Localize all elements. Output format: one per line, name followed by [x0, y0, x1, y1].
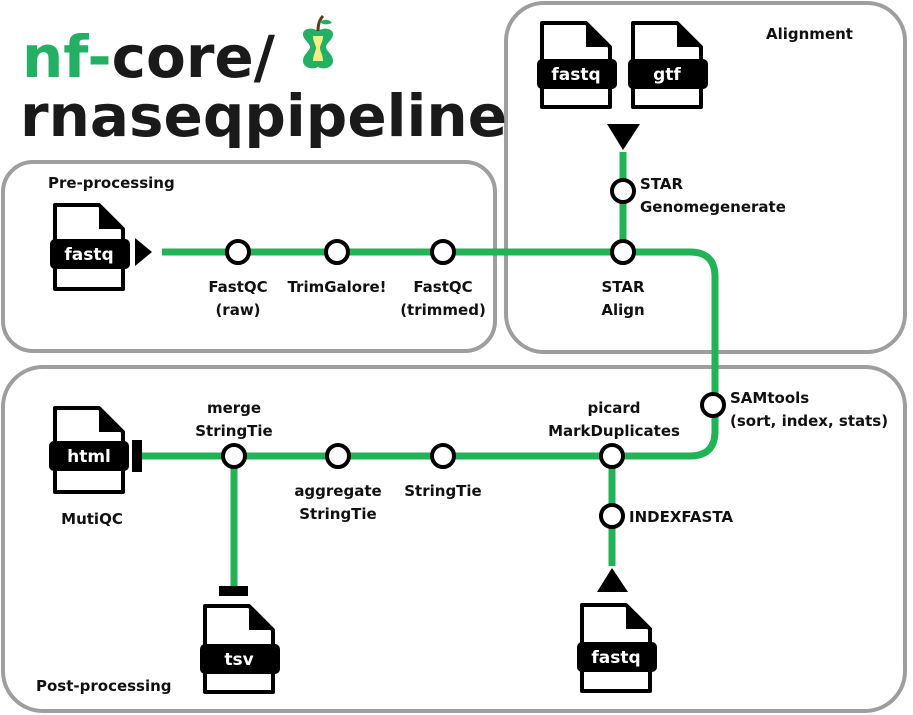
title-nf: nf — [22, 23, 89, 91]
main-route — [140, 248, 719, 460]
pre-fastq-output-arrow — [135, 238, 152, 266]
label-samtools: SAMtools(sort, index, stats) — [730, 389, 888, 430]
label-multiqc: MutiQC — [61, 510, 123, 528]
preprocessing-box — [1, 160, 497, 353]
title-pipeline: rnaseqpipeline — [20, 82, 507, 150]
station-picard[interactable] — [599, 443, 625, 469]
station-indexfasta[interactable] — [599, 503, 625, 529]
station-stringtie[interactable] — [430, 443, 456, 469]
file-post-fastq: fastq — [577, 603, 657, 693]
title-dash: - — [88, 23, 112, 91]
station-fastqc-raw[interactable] — [225, 239, 251, 265]
file-align-gtf-label: gtf — [653, 65, 681, 85]
label-fastqc-trimmed: FastQC(trimmed) — [400, 278, 486, 319]
station-merge-stringtie[interactable] — [221, 443, 247, 469]
file-tsv: tsv — [200, 604, 280, 694]
station-aggregate-stringtie[interactable] — [325, 443, 351, 469]
alignment-box — [504, 1, 907, 354]
file-tsv-label: tsv — [224, 650, 253, 670]
file-post-fastq-label: fastq — [591, 648, 640, 668]
preprocessing-label: Pre-processing — [48, 174, 175, 192]
station-samtools[interactable] — [700, 392, 726, 418]
title-core: core/ — [112, 23, 276, 91]
file-html: html — [49, 406, 129, 494]
station-star-align[interactable] — [610, 239, 636, 265]
file-align-fastq: fastq — [537, 21, 617, 109]
svg-text:nf-core/: nf-core/ — [22, 23, 276, 91]
label-fastqc-raw: FastQC(raw) — [208, 278, 267, 319]
postprocessing-label: Post-processing — [36, 677, 172, 695]
station-trimgalore[interactable] — [324, 239, 350, 265]
file-align-gtf: gtf — [628, 21, 708, 109]
alignment-label: Alignment — [766, 25, 853, 43]
html-input-bar — [132, 440, 142, 472]
align-input-arrow — [607, 124, 640, 150]
label-stringtie: StringTie — [404, 482, 481, 500]
tsv-terminal-bar — [219, 586, 248, 596]
postprocessing-box — [1, 365, 907, 713]
file-pre-fastq: fastq — [50, 203, 130, 291]
file-align-fastq-label: fastq — [551, 65, 600, 85]
label-indexfasta: INDEXFASTA — [629, 508, 733, 526]
file-html-label: html — [67, 447, 111, 467]
post-fastq-input-arrow — [597, 568, 628, 592]
file-pre-fastq-label: fastq — [64, 245, 113, 265]
station-fastqc-trimmed[interactable] — [430, 239, 456, 265]
apple-core-icon — [303, 14, 333, 69]
pipeline-title: nf-core/ rnaseqpipeline — [20, 14, 507, 150]
label-trimgalore: TrimGalore! — [287, 278, 386, 296]
station-star-genomegenerate[interactable] — [610, 178, 636, 204]
